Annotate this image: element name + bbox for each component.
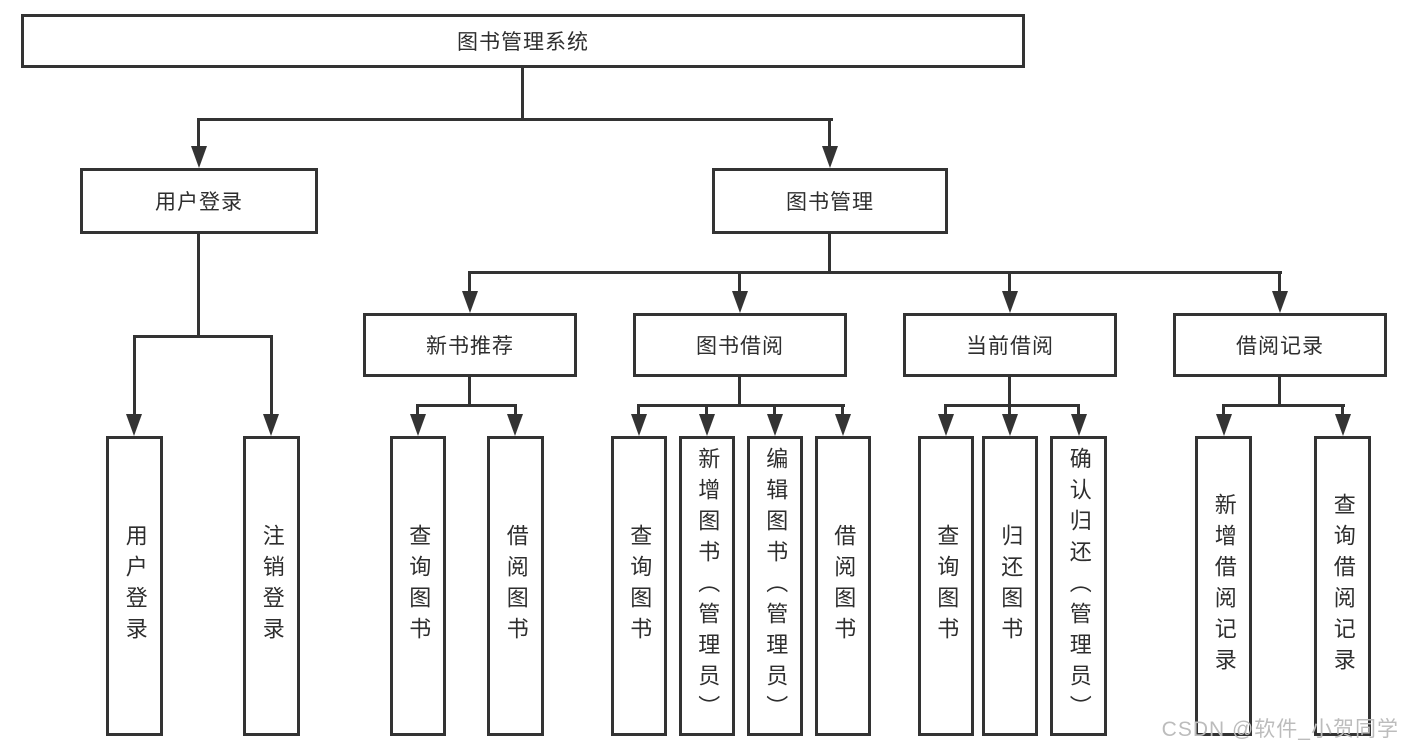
connector-vline	[197, 118, 200, 146]
connector-hline	[197, 118, 833, 121]
node-borrow-records: 借阅记录	[1173, 313, 1387, 377]
arrow-down-icon	[1002, 414, 1018, 436]
node-new-book-recommend-label: 新书推荐	[426, 335, 514, 358]
connector-vline	[1222, 404, 1225, 414]
connector-vline	[1008, 377, 1011, 406]
node-current-borrow-label: 当前借阅	[966, 335, 1054, 358]
connector-vline	[468, 271, 471, 291]
connector-vline	[514, 404, 517, 414]
leaf-user-login: 用户登录	[106, 436, 163, 736]
connector-hline	[637, 404, 845, 407]
connector-vline	[828, 118, 831, 146]
connector-vline	[841, 404, 844, 414]
leaf-label: 编辑图书（管理员）	[763, 446, 789, 726]
connector-hline	[1222, 404, 1345, 407]
arrow-down-icon	[699, 414, 715, 436]
node-current-borrow: 当前借阅	[903, 313, 1117, 377]
leaf-current-confirm-return-admin: 确认归还（管理员）	[1050, 436, 1107, 736]
arrow-down-icon	[835, 414, 851, 436]
connector-vline	[773, 404, 776, 414]
node-new-book-recommend: 新书推荐	[363, 313, 577, 377]
arrow-down-icon	[126, 414, 142, 436]
connector-hline	[133, 335, 273, 338]
leaf-label: 新增借阅记录	[1211, 493, 1237, 679]
connector-vline	[468, 377, 471, 406]
arrow-down-icon	[732, 291, 748, 313]
node-book-borrow-label: 图书借阅	[696, 335, 784, 358]
leaf-label: 归还图书	[998, 524, 1024, 648]
node-borrow-records-label: 借阅记录	[1236, 335, 1324, 358]
arrow-down-icon	[822, 146, 838, 168]
connector-vline	[637, 404, 640, 414]
arrow-down-icon	[1216, 414, 1232, 436]
leaf-recommend-borrow-book: 借阅图书	[487, 436, 544, 736]
connector-vline	[416, 404, 419, 414]
leaf-label: 确认归还（管理员）	[1066, 446, 1092, 726]
leaf-borrow-edit-book-admin: 编辑图书（管理员）	[747, 436, 803, 736]
arrow-down-icon	[631, 414, 647, 436]
node-root-label: 图书管理系统	[457, 31, 589, 54]
leaf-label: 借阅图书	[503, 524, 529, 648]
connector-vline	[944, 404, 947, 414]
leaf-label: 查询借阅记录	[1330, 493, 1356, 679]
arrow-down-icon	[767, 414, 783, 436]
connector-vline	[1077, 404, 1080, 414]
connector-hline	[468, 271, 1282, 274]
node-book-borrow: 图书借阅	[633, 313, 847, 377]
leaf-recommend-query-book: 查询图书	[390, 436, 446, 736]
arrow-down-icon	[1002, 291, 1018, 313]
leaf-label: 借阅图书	[831, 524, 857, 648]
connector-vline	[197, 233, 200, 337]
connector-hline	[416, 404, 517, 407]
node-user-login-label: 用户登录	[155, 191, 243, 214]
arrow-down-icon	[507, 414, 523, 436]
leaf-label: 注销登录	[259, 524, 285, 648]
arrow-down-icon	[1335, 414, 1351, 436]
arrow-down-icon	[938, 414, 954, 436]
arrow-down-icon	[410, 414, 426, 436]
leaf-borrow-borrow-book: 借阅图书	[815, 436, 871, 736]
connector-vline	[1341, 404, 1344, 414]
leaf-borrow-add-book-admin: 新增图书（管理员）	[679, 436, 735, 736]
leaf-label: 用户登录	[122, 524, 148, 648]
connector-vline	[1008, 271, 1011, 291]
arrow-down-icon	[1071, 414, 1087, 436]
node-book-management: 图书管理	[712, 168, 948, 234]
connector-vline	[828, 233, 831, 274]
leaf-borrow-query-book: 查询图书	[611, 436, 667, 736]
leaf-label: 查询图书	[406, 524, 432, 648]
connector-vline	[738, 271, 741, 291]
leaf-label: 新增图书（管理员）	[695, 446, 721, 726]
connector-vline	[1008, 404, 1011, 414]
leaf-label: 查询图书	[934, 524, 960, 648]
leaf-current-query-book: 查询图书	[918, 436, 974, 736]
arrow-down-icon	[191, 146, 207, 168]
leaf-current-return-book: 归还图书	[982, 436, 1038, 736]
node-root: 图书管理系统	[21, 14, 1025, 68]
leaf-logout-login: 注销登录	[243, 436, 300, 736]
connector-vline	[738, 377, 741, 406]
connector-vline	[270, 335, 273, 415]
connector-vline	[521, 67, 524, 120]
connector-hline	[944, 404, 1080, 407]
arrow-down-icon	[1272, 291, 1288, 313]
connector-vline	[1278, 377, 1281, 406]
leaf-label: 查询图书	[627, 524, 653, 648]
leaf-records-query-record: 查询借阅记录	[1314, 436, 1371, 736]
arrow-down-icon	[462, 291, 478, 313]
connector-vline	[133, 335, 136, 415]
leaf-records-add-record: 新增借阅记录	[1195, 436, 1252, 736]
node-book-management-label: 图书管理	[786, 191, 874, 214]
csdn-watermark: CSDN @软件_小贺同学	[1161, 718, 1399, 741]
connector-vline	[1278, 271, 1281, 291]
connector-vline	[705, 404, 708, 414]
node-user-login: 用户登录	[80, 168, 318, 234]
arrow-down-icon	[263, 414, 279, 436]
